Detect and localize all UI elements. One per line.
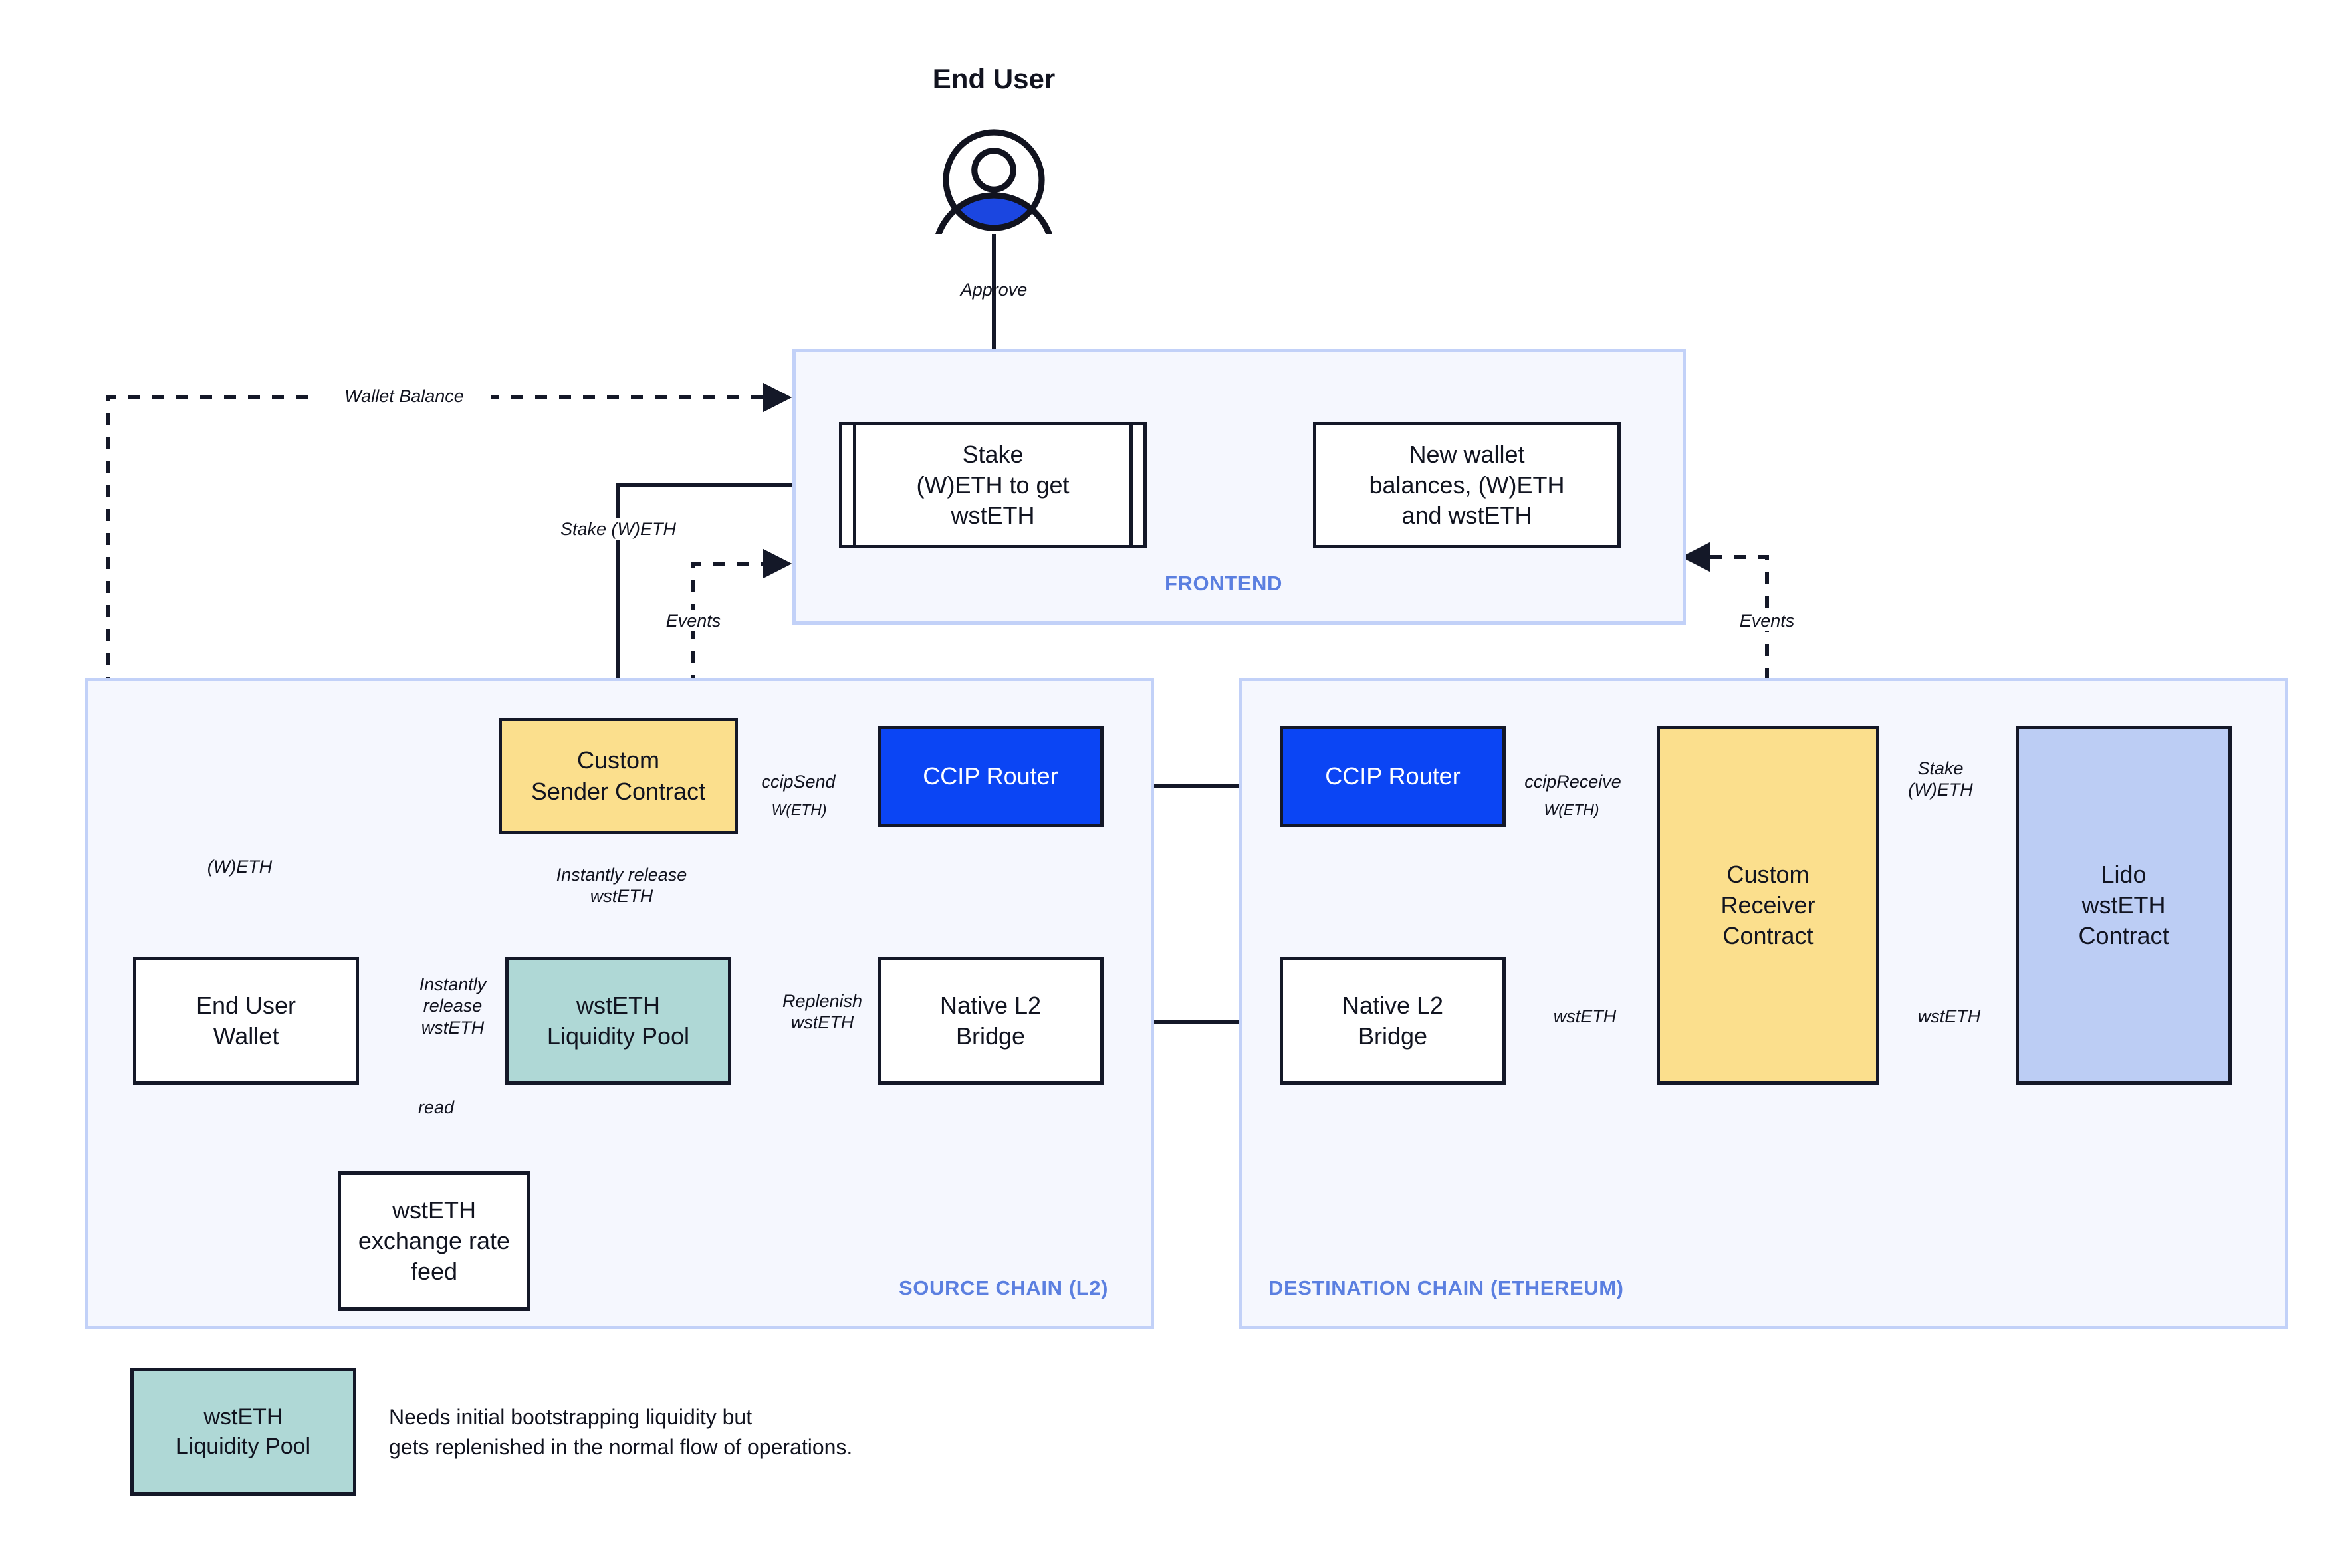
- node-custom-sender-contract-label: Custom Sender Contract: [530, 746, 706, 805]
- edge-label-weth: (W)ETH: [207, 857, 273, 877]
- node-ccip-router-source[interactable]: CCIP Router: [878, 726, 1104, 827]
- edge-label-instantly-release-wsteth-left: Instantly release wstETH: [419, 974, 487, 1038]
- node-wsteth-liquidity-pool[interactable]: wstETH Liquidity Pool: [505, 957, 731, 1085]
- user-avatar-icon: [935, 129, 1052, 234]
- edge-label-read: read: [417, 1097, 455, 1117]
- node-stake-weth-label: Stake (W)ETH to get wstETH: [916, 440, 1070, 530]
- legend-swatch-liquidity-pool: wstETH Liquidity Pool: [130, 1368, 356, 1496]
- node-wsteth-exchange-rate-feed-label: wstETH exchange rate feed: [358, 1196, 511, 1286]
- edge-label-events-right: Events: [1714, 610, 1820, 632]
- edge-label-replenish-wsteth: Replenish wstETH: [782, 991, 863, 1033]
- node-custom-receiver-contract-label: Custom Receiver Contract: [1720, 860, 1816, 950]
- edge-label-events-left: Events: [640, 610, 747, 632]
- group-destination-chain-label: DESTINATION CHAIN (ETHEREUM): [1268, 1276, 1624, 1299]
- node-ccip-router-source-label: CCIP Router: [923, 762, 1058, 790]
- edge-label-stake-weth-dest: Stake (W)ETH: [1908, 758, 1973, 800]
- edge-label-ccip-receive: ccipReceive: [1524, 772, 1621, 792]
- group-frontend-label: FRONTEND: [1165, 572, 1283, 595]
- edge-label-instantly-release-wsteth-down: Instantly release wstETH: [556, 865, 687, 907]
- node-end-user-wallet[interactable]: End User Wallet: [133, 957, 359, 1085]
- edge-label-stake-weth: Stake (W)ETH: [538, 518, 698, 540]
- legend-note: Needs initial bootstrapping liquidity bu…: [389, 1405, 853, 1460]
- edge-label-approve: Approve: [960, 280, 1028, 300]
- node-lido-wsteth-contract-label: Lido wstETH Contract: [2078, 860, 2169, 950]
- node-ccip-router-dest-label: CCIP Router: [1325, 762, 1461, 790]
- node-ccip-router-dest[interactable]: CCIP Router: [1280, 726, 1506, 827]
- node-wsteth-exchange-rate-feed[interactable]: wstETH exchange rate feed: [338, 1171, 530, 1311]
- node-custom-sender-contract[interactable]: Custom Sender Contract: [499, 718, 738, 834]
- edge-label-wallet-balance: Wallet Balance: [318, 386, 491, 407]
- group-source-chain-label: SOURCE CHAIN (L2): [899, 1276, 1109, 1299]
- end-user-title: End User: [932, 63, 1056, 94]
- node-native-l2-bridge-source[interactable]: Native L2 Bridge: [878, 957, 1104, 1085]
- node-new-wallet-balances-label: New wallet balances, (W)ETH and wstETH: [1369, 440, 1565, 530]
- edge-label-wsteth-lido-to-receiver: wstETH: [1917, 1006, 1981, 1026]
- edge-label-ccip-send-sub: W(ETH): [771, 801, 827, 818]
- legend-swatch-label: wstETH Liquidity Pool: [176, 1404, 311, 1459]
- node-custom-receiver-contract[interactable]: Custom Receiver Contract: [1657, 726, 1879, 1085]
- node-native-l2-bridge-dest[interactable]: Native L2 Bridge: [1280, 957, 1506, 1085]
- edge-label-wsteth-receiver-to-bridge: wstETH: [1553, 1006, 1617, 1026]
- node-native-l2-bridge-dest-label: Native L2 Bridge: [1342, 991, 1444, 1050]
- node-wsteth-liquidity-pool-label: wstETH Liquidity Pool: [546, 991, 690, 1050]
- node-lido-wsteth-contract[interactable]: Lido wstETH Contract: [2016, 726, 2232, 1085]
- node-stake-weth[interactable]: Stake (W)ETH to get wstETH: [839, 422, 1147, 548]
- edge-label-ccip-send: ccipSend: [761, 772, 836, 792]
- node-new-wallet-balances[interactable]: New wallet balances, (W)ETH and wstETH: [1313, 422, 1621, 548]
- node-end-user-wallet-label: End User Wallet: [195, 991, 296, 1050]
- node-native-l2-bridge-source-label: Native L2 Bridge: [939, 991, 1042, 1050]
- edge-label-ccip-receive-sub: W(ETH): [1544, 801, 1599, 818]
